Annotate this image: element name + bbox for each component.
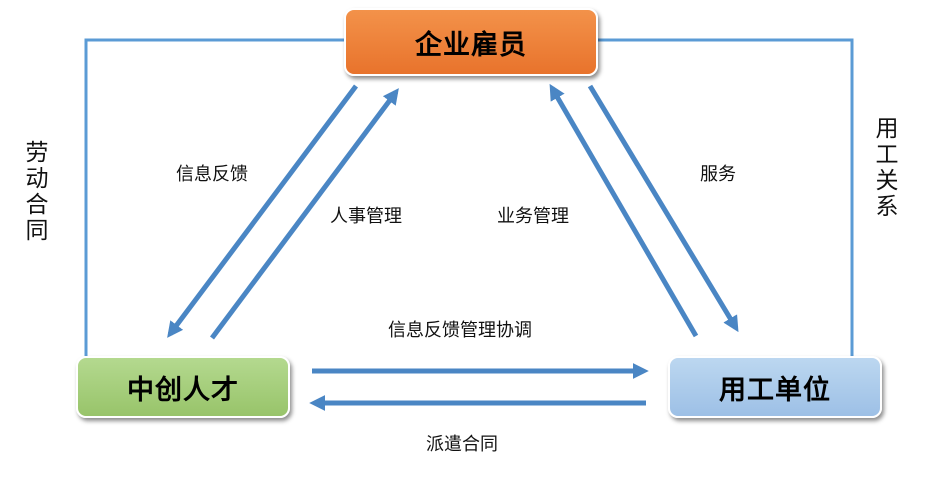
service-arrow — [587, 84, 739, 333]
label-labor-contract: 劳动合同 — [25, 140, 49, 244]
labor-contract-frame — [84, 38, 344, 356]
node-enterprise-employee: 企业雇员 — [344, 8, 598, 76]
hr-management-arrow — [209, 88, 399, 340]
label-employment-relation: 用工关系 — [875, 116, 899, 220]
label-hr-management: 人事管理 — [330, 206, 402, 227]
info-feedback-arrow — [167, 84, 358, 338]
label-dispatch-contract: 派遣合同 — [426, 434, 498, 455]
label-service: 服务 — [700, 164, 736, 185]
label-feedback-coordination: 信息反馈管理协调 — [388, 320, 532, 341]
business-management-arrow — [549, 83, 699, 338]
node-zhongchuang-talent: 中创人才 — [76, 356, 290, 418]
label-info-feedback: 信息反馈 — [176, 164, 248, 185]
label-business-management: 业务管理 — [497, 206, 569, 227]
node-employer-unit: 用工单位 — [668, 356, 882, 418]
employment-relation-frame — [598, 38, 854, 356]
